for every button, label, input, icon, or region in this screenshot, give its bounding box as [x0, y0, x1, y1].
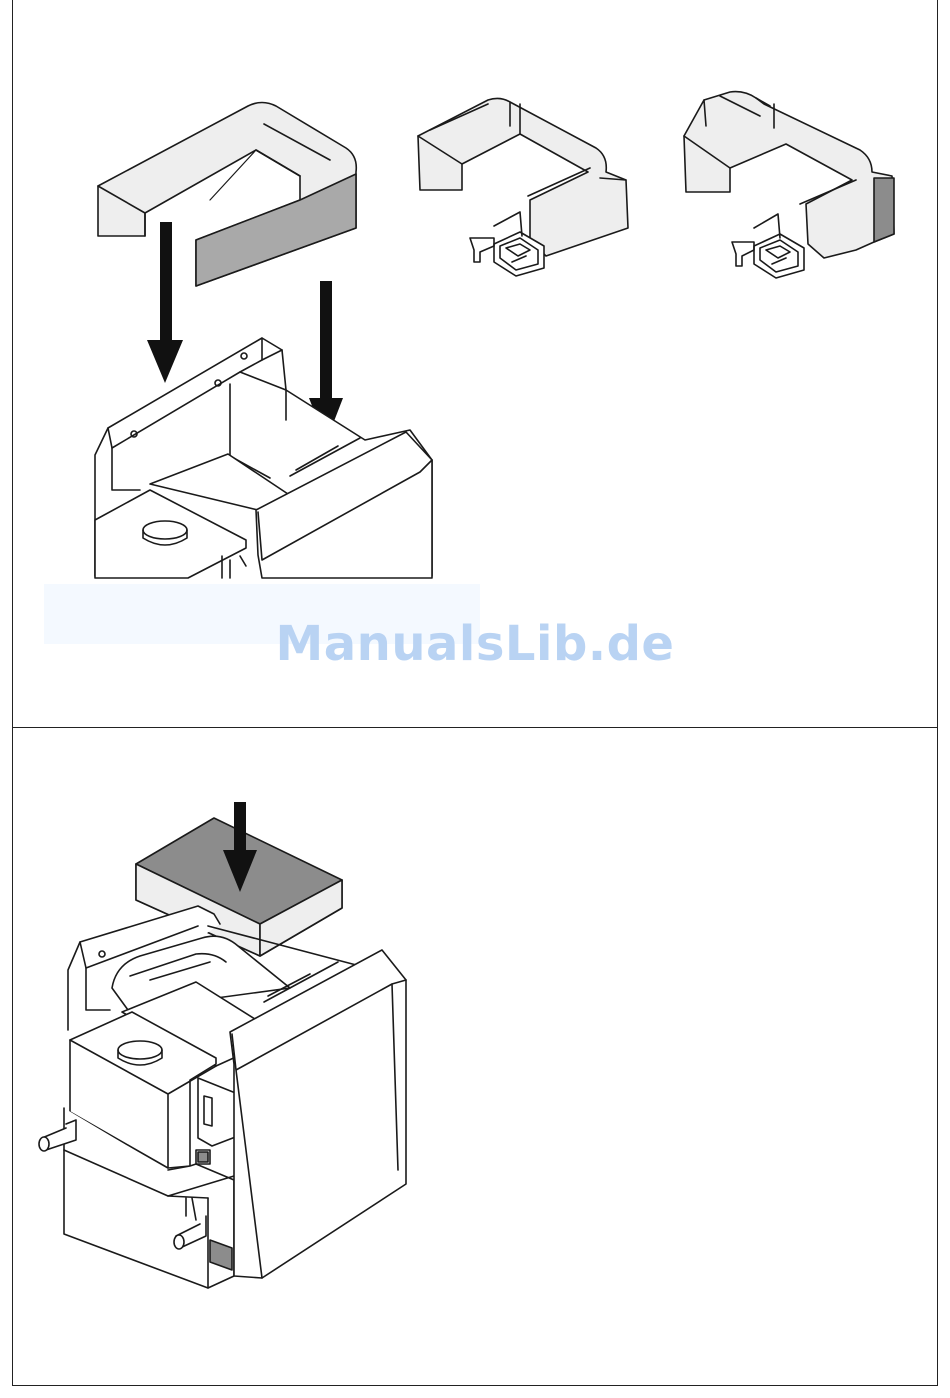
boiler-cabinet-open-icon	[95, 338, 432, 578]
boiler-assembled-icon	[39, 906, 406, 1288]
u-insulation-block-icon	[98, 103, 356, 287]
watermark-text: ManualsLib.de	[0, 616, 950, 672]
insulation-with-connector-icon	[418, 98, 628, 276]
insulation-with-connector-icon	[684, 92, 894, 278]
